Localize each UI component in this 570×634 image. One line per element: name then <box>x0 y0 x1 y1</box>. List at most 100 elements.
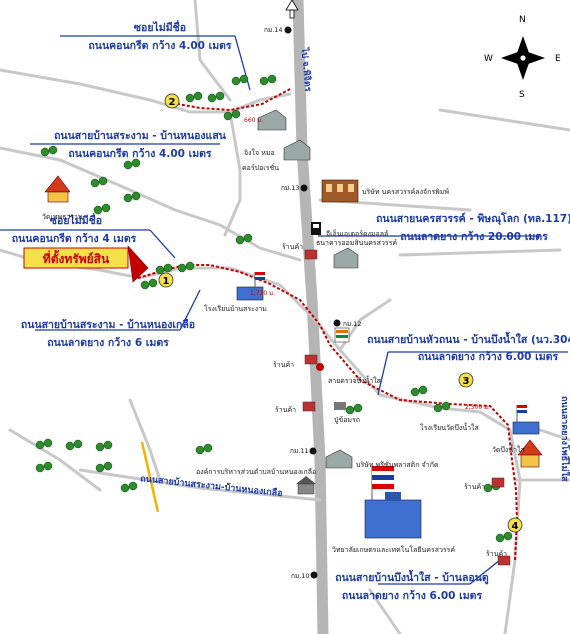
tree-cluster <box>35 438 53 450</box>
road-sasngam-nongkluea-spec: ถนนลาดยาง กว้าง 6 เมตร <box>47 336 169 349</box>
tree-cluster <box>495 531 513 543</box>
school-icon <box>512 405 540 435</box>
route-marker-1 <box>158 272 174 288</box>
tree-cluster <box>123 191 141 203</box>
soi1-name-label: ซอยไม่มีชื่อ <box>134 19 186 34</box>
route-marker-4 <box>507 517 523 533</box>
km11-label: กม.11 <box>290 447 309 455</box>
road-sasngam-nongkluea-label: ถนนสายบ้านสระงาม - บ้านหนองเกลือ <box>21 318 195 331</box>
soi2-road-label: ถนนคอนกรีต กว้าง 4 เมตร <box>12 232 137 245</box>
km-marker-icon <box>310 571 318 579</box>
bank-label: ธนาคารออมสินนครสวรรค์ <box>316 239 397 247</box>
road-diag-label: ถนนสายบ้านสระงาม-บ้านหนองเกลือ <box>140 472 284 499</box>
shop-label-5: ร้านค้า <box>486 550 507 558</box>
factory-icon <box>325 449 353 469</box>
property-label-box <box>23 247 129 269</box>
road-117-label: ถนนสายนครสวรรค์ - พิษณุโลก (ทล.117) <box>376 212 570 226</box>
compass-w: W <box>484 54 493 64</box>
tree-cluster <box>177 261 195 273</box>
route-line <box>137 87 519 561</box>
factory-icon <box>257 109 287 131</box>
road-3041-label: ถนนสายบ้านหัวถนน - บ้านบึงน้ำใส (นว.3041… <box>367 331 570 346</box>
tao-label: องค์การบริหารส่วนตำบลบ้านหนองเกลือ <box>196 468 316 476</box>
km13-label: กม.13 <box>281 184 300 192</box>
km-marker-icon <box>300 184 308 192</box>
soi2-name-label: ซอยไม่มีชื่อ <box>50 212 102 227</box>
tree-cluster <box>123 158 141 170</box>
shop-label-1: ร้านค้า <box>282 243 303 251</box>
tree-cluster <box>259 74 277 86</box>
trees <box>35 74 513 543</box>
bus-station-icon <box>334 402 346 410</box>
km12-label: กม.12 <box>343 320 362 328</box>
convenience-store-icon <box>334 327 350 343</box>
company1-label: บริษัท นครสวรรค์ลงจักรพิมพ์ <box>362 188 449 196</box>
route-number-4: 4 <box>512 521 519 532</box>
route-number-1: 1 <box>163 276 170 287</box>
school-icon <box>236 272 265 301</box>
tree-cluster <box>35 461 53 473</box>
station-label: ปู่ข้อมรถ <box>334 416 360 424</box>
tree-cluster <box>223 109 241 121</box>
road-117-spec: ถนนลาดยาง กว้าง 20.00 เมตร <box>400 230 548 243</box>
shop-icon <box>497 555 511 566</box>
company2-label: บริษัท พรีซั่นพลาสติก จำกัด <box>356 460 439 469</box>
shop-icon <box>302 401 316 412</box>
distance-660: 660 ม. <box>244 117 263 124</box>
to-phitsanulok-label: ไป จ.พิจิตร <box>299 46 315 92</box>
tree-cluster <box>140 278 158 290</box>
tree-cluster <box>185 91 203 103</box>
temple-icon <box>517 439 543 468</box>
company-building-icon <box>321 179 359 203</box>
factory-icon <box>283 139 311 161</box>
route-number-markers <box>158 93 523 533</box>
tree-cluster <box>95 461 113 473</box>
route-number-3: 3 <box>463 376 470 387</box>
police-icon <box>316 363 324 371</box>
km-marker-icon <box>309 447 317 455</box>
road-bottom-label: ถนนสายบ้านบึงน้ำใส - บ้านลอนตู <box>335 569 489 585</box>
km10-label: กม.10 <box>291 572 310 580</box>
right-edge-label: ถนนลาดยางโพธิ์ไม่ใส <box>559 396 570 482</box>
tree-cluster <box>195 443 213 455</box>
km-markers <box>284 26 341 579</box>
school1-label: โรงเรียนบ้านสระงาม <box>204 304 267 313</box>
route-number-2: 2 <box>169 97 176 108</box>
compass-icon <box>501 36 545 80</box>
tree-cluster <box>95 440 113 452</box>
gas-label: จีเอ็นเอเตอร์ดงมอลล์ <box>326 229 388 238</box>
tree-cluster <box>120 481 138 493</box>
shop-icon <box>304 249 318 260</box>
property-label: ที่ตั้งทรัพย์สิน <box>43 249 110 266</box>
soi1-road-label: ถนนคอนกรีต กว้าง 4.00 เมตร <box>88 39 232 52</box>
tree-cluster <box>207 91 225 103</box>
factory-icon <box>333 247 359 269</box>
road-sasngam-nongsaen-spec: ถนนคอนกรีต กว้าง 4.00 เมตร <box>68 147 212 160</box>
shop-label-4: ร้านค้า <box>464 483 485 491</box>
tree-cluster <box>40 145 58 157</box>
tree-cluster <box>93 203 111 215</box>
wat-label: วัดเทพธาราม <box>42 213 83 221</box>
government-office-icon <box>296 476 316 495</box>
temple-icon <box>44 175 71 203</box>
road-3041-spec: ถนนลาดยาง กว้าง 6.00 เมตร <box>418 350 559 363</box>
tree-cluster <box>90 176 108 188</box>
route-marker-2 <box>164 93 180 109</box>
tree-cluster <box>231 74 249 86</box>
property-marker-icon <box>127 245 149 283</box>
shop-label-3: ร้านค้า <box>275 406 296 414</box>
label-leaders <box>0 35 568 585</box>
km-marker-icon <box>333 319 341 327</box>
km-marker-icon <box>284 26 292 34</box>
road-sasngam-nongsaen-label: ถนนสายบ้านสระงาม - บ้านหนองแสน <box>54 129 227 142</box>
km14-label: กม.14 <box>264 26 283 34</box>
shop-icon <box>304 354 318 365</box>
tree-cluster <box>235 233 253 245</box>
gas-station-icon <box>311 222 321 235</box>
college-icon <box>364 466 422 539</box>
compass-s: S <box>519 90 525 100</box>
distance-1730: 1,730 ม. <box>250 290 275 297</box>
up-arrow-icon <box>285 0 299 19</box>
